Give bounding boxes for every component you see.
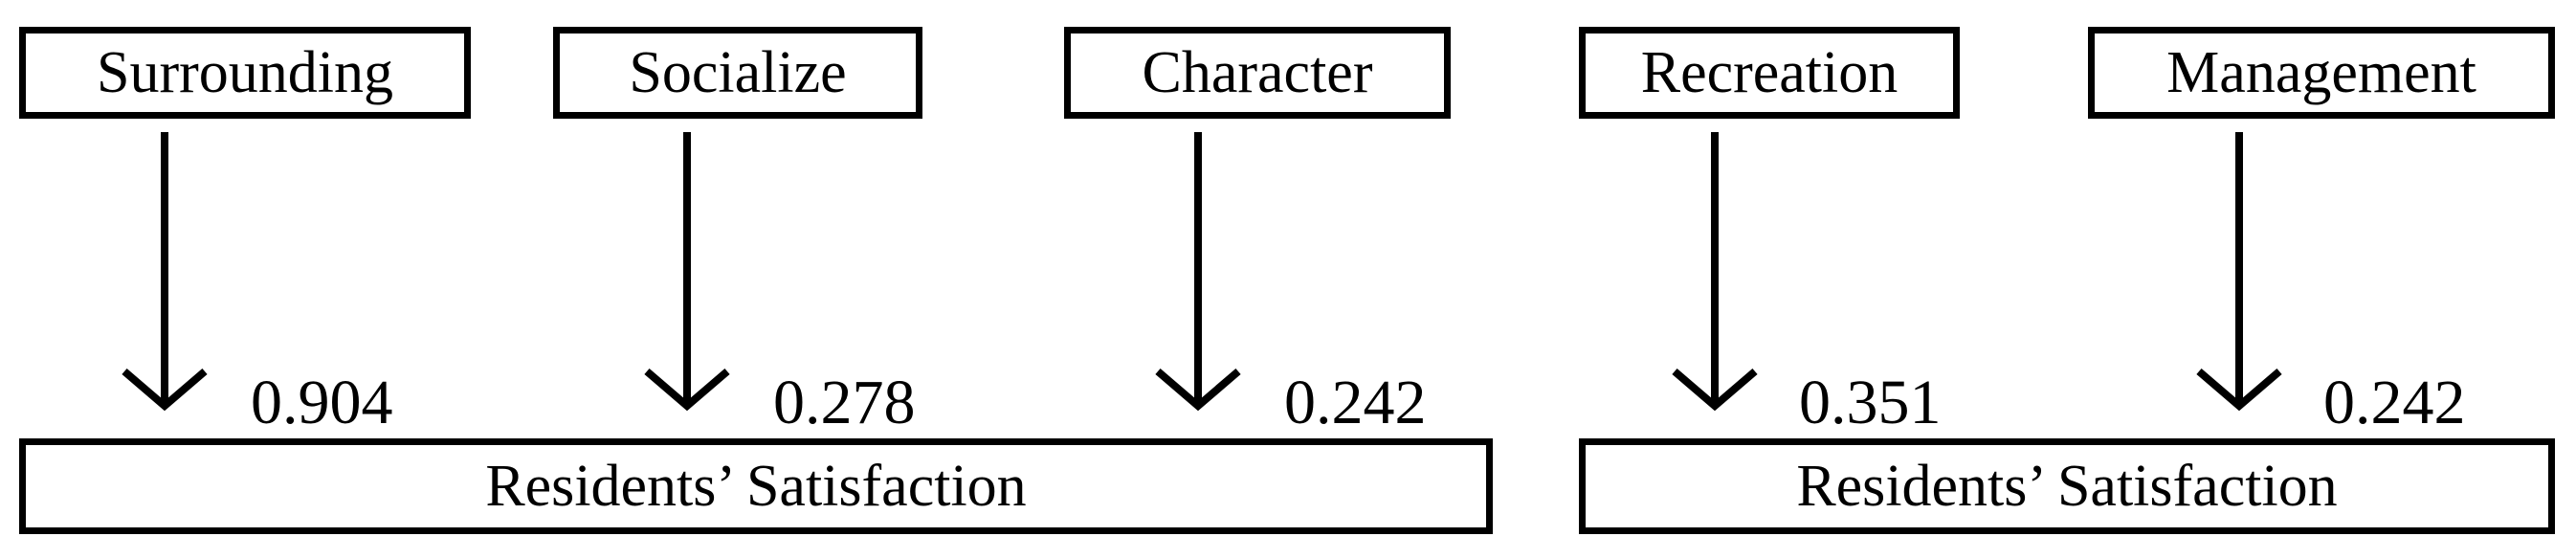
outcome-box-right: Residents’ Satisfaction xyxy=(1579,438,2555,534)
outcome-box-left: Residents’ Satisfaction xyxy=(19,438,1493,534)
outcome-label-right: Residents’ Satisfaction xyxy=(1796,454,2338,519)
arrow-character xyxy=(1155,132,1241,412)
arrow-management xyxy=(2196,132,2282,412)
arrow-socialize xyxy=(644,132,730,412)
arrow-surrounding xyxy=(122,132,208,412)
factor-box-recreation: Recreation xyxy=(1579,27,1960,119)
factor-box-character: Character xyxy=(1064,27,1451,119)
arrow-recreation xyxy=(1672,132,1758,412)
coefficient-management: 0.242 xyxy=(2323,368,2466,437)
factor-box-socialize: Socialize xyxy=(553,27,922,119)
factor-label-surrounding: Surrounding xyxy=(97,40,393,105)
factor-box-surrounding: Surrounding xyxy=(19,27,471,119)
coefficient-socialize: 0.278 xyxy=(773,368,916,437)
coefficient-surrounding: 0.904 xyxy=(251,368,393,437)
factor-box-management: Management xyxy=(2088,27,2555,119)
factor-label-socialize: Socialize xyxy=(629,40,847,105)
coefficient-character: 0.242 xyxy=(1284,368,1427,437)
factor-label-management: Management xyxy=(2166,40,2476,105)
outcome-label-left: Residents’ Satisfaction xyxy=(485,454,1027,519)
factor-label-recreation: Recreation xyxy=(1640,40,1899,105)
factor-label-character: Character xyxy=(1142,40,1373,105)
coefficient-recreation: 0.351 xyxy=(1799,368,1942,437)
